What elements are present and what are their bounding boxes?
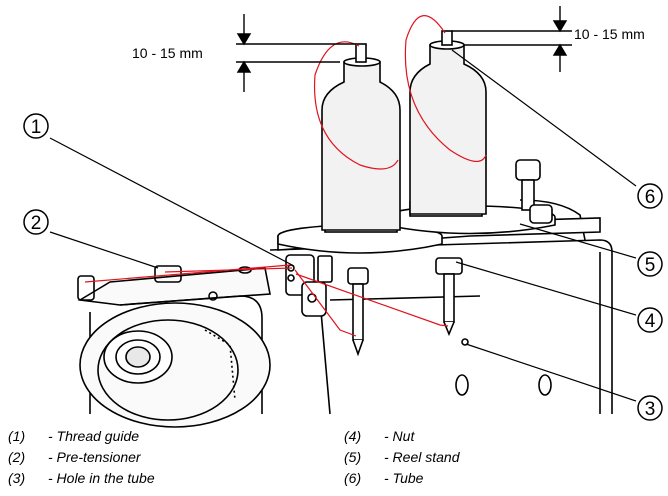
legend-left-column: (1) - Thread guide (2) - Pre-tensioner (3)… xyxy=(8,426,155,489)
callout-6: 6 xyxy=(637,183,663,209)
spool-left xyxy=(321,43,401,231)
legend-text: - Pre-tensioner xyxy=(48,449,141,465)
legend-number: (5) xyxy=(344,449,362,465)
legend-text: - Reel stand xyxy=(384,449,460,465)
legend-item: (5) - Reel stand xyxy=(344,447,459,468)
svg-text:6: 6 xyxy=(645,187,656,208)
legend-text: - Hole in the tube xyxy=(48,470,155,486)
thread-guide-bracket xyxy=(285,254,333,317)
tubes xyxy=(347,257,469,357)
spool-right xyxy=(409,30,487,215)
dimension-label-right: 10 - 15 mm xyxy=(574,26,645,42)
thread xyxy=(84,15,487,337)
callout-4: 4 xyxy=(637,307,663,333)
svg-text:1: 1 xyxy=(31,117,42,138)
svg-text:3: 3 xyxy=(645,399,656,420)
legend-number: (2) xyxy=(8,449,26,465)
legend-number: (6) xyxy=(344,470,362,486)
legend-text: - Thread guide xyxy=(48,428,140,444)
callout-1: 1 xyxy=(23,113,49,139)
dimension-left xyxy=(236,14,356,92)
dimension-right xyxy=(452,6,572,72)
legend-number: (1) xyxy=(8,428,26,444)
legend-text: - Tube xyxy=(384,470,424,486)
svg-text:5: 5 xyxy=(645,255,656,276)
legend-number: (3) xyxy=(8,470,26,486)
legend-item: (3) - Hole in the tube xyxy=(8,468,155,489)
knob xyxy=(515,159,553,224)
svg-text:4: 4 xyxy=(645,311,656,332)
legend-right-column: (4) - Nut (5) - Reel stand (6) - Tube xyxy=(344,426,459,489)
legend-item: (1) - Thread guide xyxy=(8,426,155,447)
legend-text: - Nut xyxy=(384,428,415,444)
legend-item: (6) - Tube xyxy=(344,468,459,489)
callout-3: 3 xyxy=(637,395,663,421)
legend-item: (4) - Nut xyxy=(344,426,459,447)
callout-leaders xyxy=(49,49,637,402)
legend-item: (2) - Pre-tensioner xyxy=(8,447,155,468)
legend: (1) - Thread guide (2) - Pre-tensioner (3)… xyxy=(0,426,668,496)
callout-5: 5 xyxy=(637,251,663,277)
legend-number: (4) xyxy=(344,428,362,444)
svg-text:2: 2 xyxy=(31,213,42,234)
machine-front xyxy=(77,265,271,428)
dimension-label-left: 10 - 15 mm xyxy=(132,45,203,61)
callout-2: 2 xyxy=(23,209,49,235)
